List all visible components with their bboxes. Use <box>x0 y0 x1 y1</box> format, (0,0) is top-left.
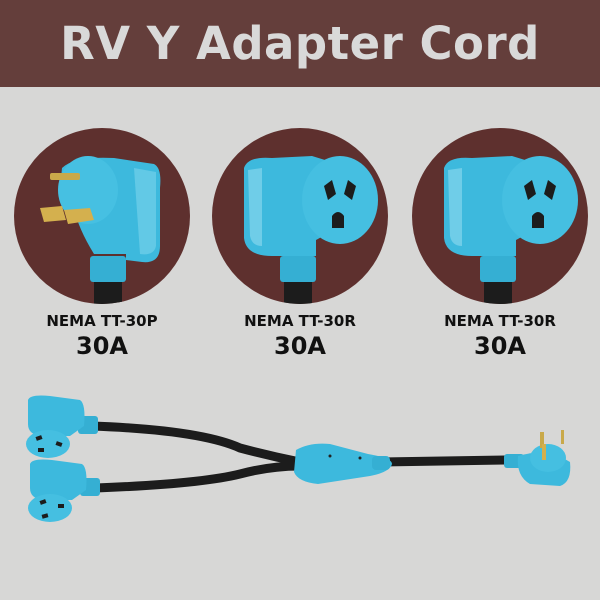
connector-rating: 30A <box>474 332 526 360</box>
connector-circle-tt30r-2 <box>412 128 588 304</box>
connector-name: NEMA TT-30R <box>444 312 556 330</box>
y-cord-icon <box>26 395 571 522</box>
plug-female-icon <box>244 156 378 304</box>
connector-label-3: NEMA TT-30R 30A <box>400 312 600 360</box>
plug-female-icon <box>444 156 578 304</box>
connector-name: NEMA TT-30P <box>46 312 158 330</box>
connector-circle-tt30p <box>14 128 190 304</box>
connector-label-1: NEMA TT-30P 30A <box>2 312 202 360</box>
connector-circle-tt30r-1 <box>212 128 388 304</box>
connector-rating: 30A <box>274 332 326 360</box>
y-adapter-cord-image <box>0 380 600 600</box>
connector-label-2: NEMA TT-30R 30A <box>200 312 400 360</box>
title-banner: RV Y Adapter Cord <box>0 0 600 87</box>
plug-male-icon <box>40 156 161 304</box>
connector-name: NEMA TT-30R <box>244 312 356 330</box>
connector-rating: 30A <box>76 332 128 360</box>
page-title: RV Y Adapter Cord <box>60 17 540 70</box>
